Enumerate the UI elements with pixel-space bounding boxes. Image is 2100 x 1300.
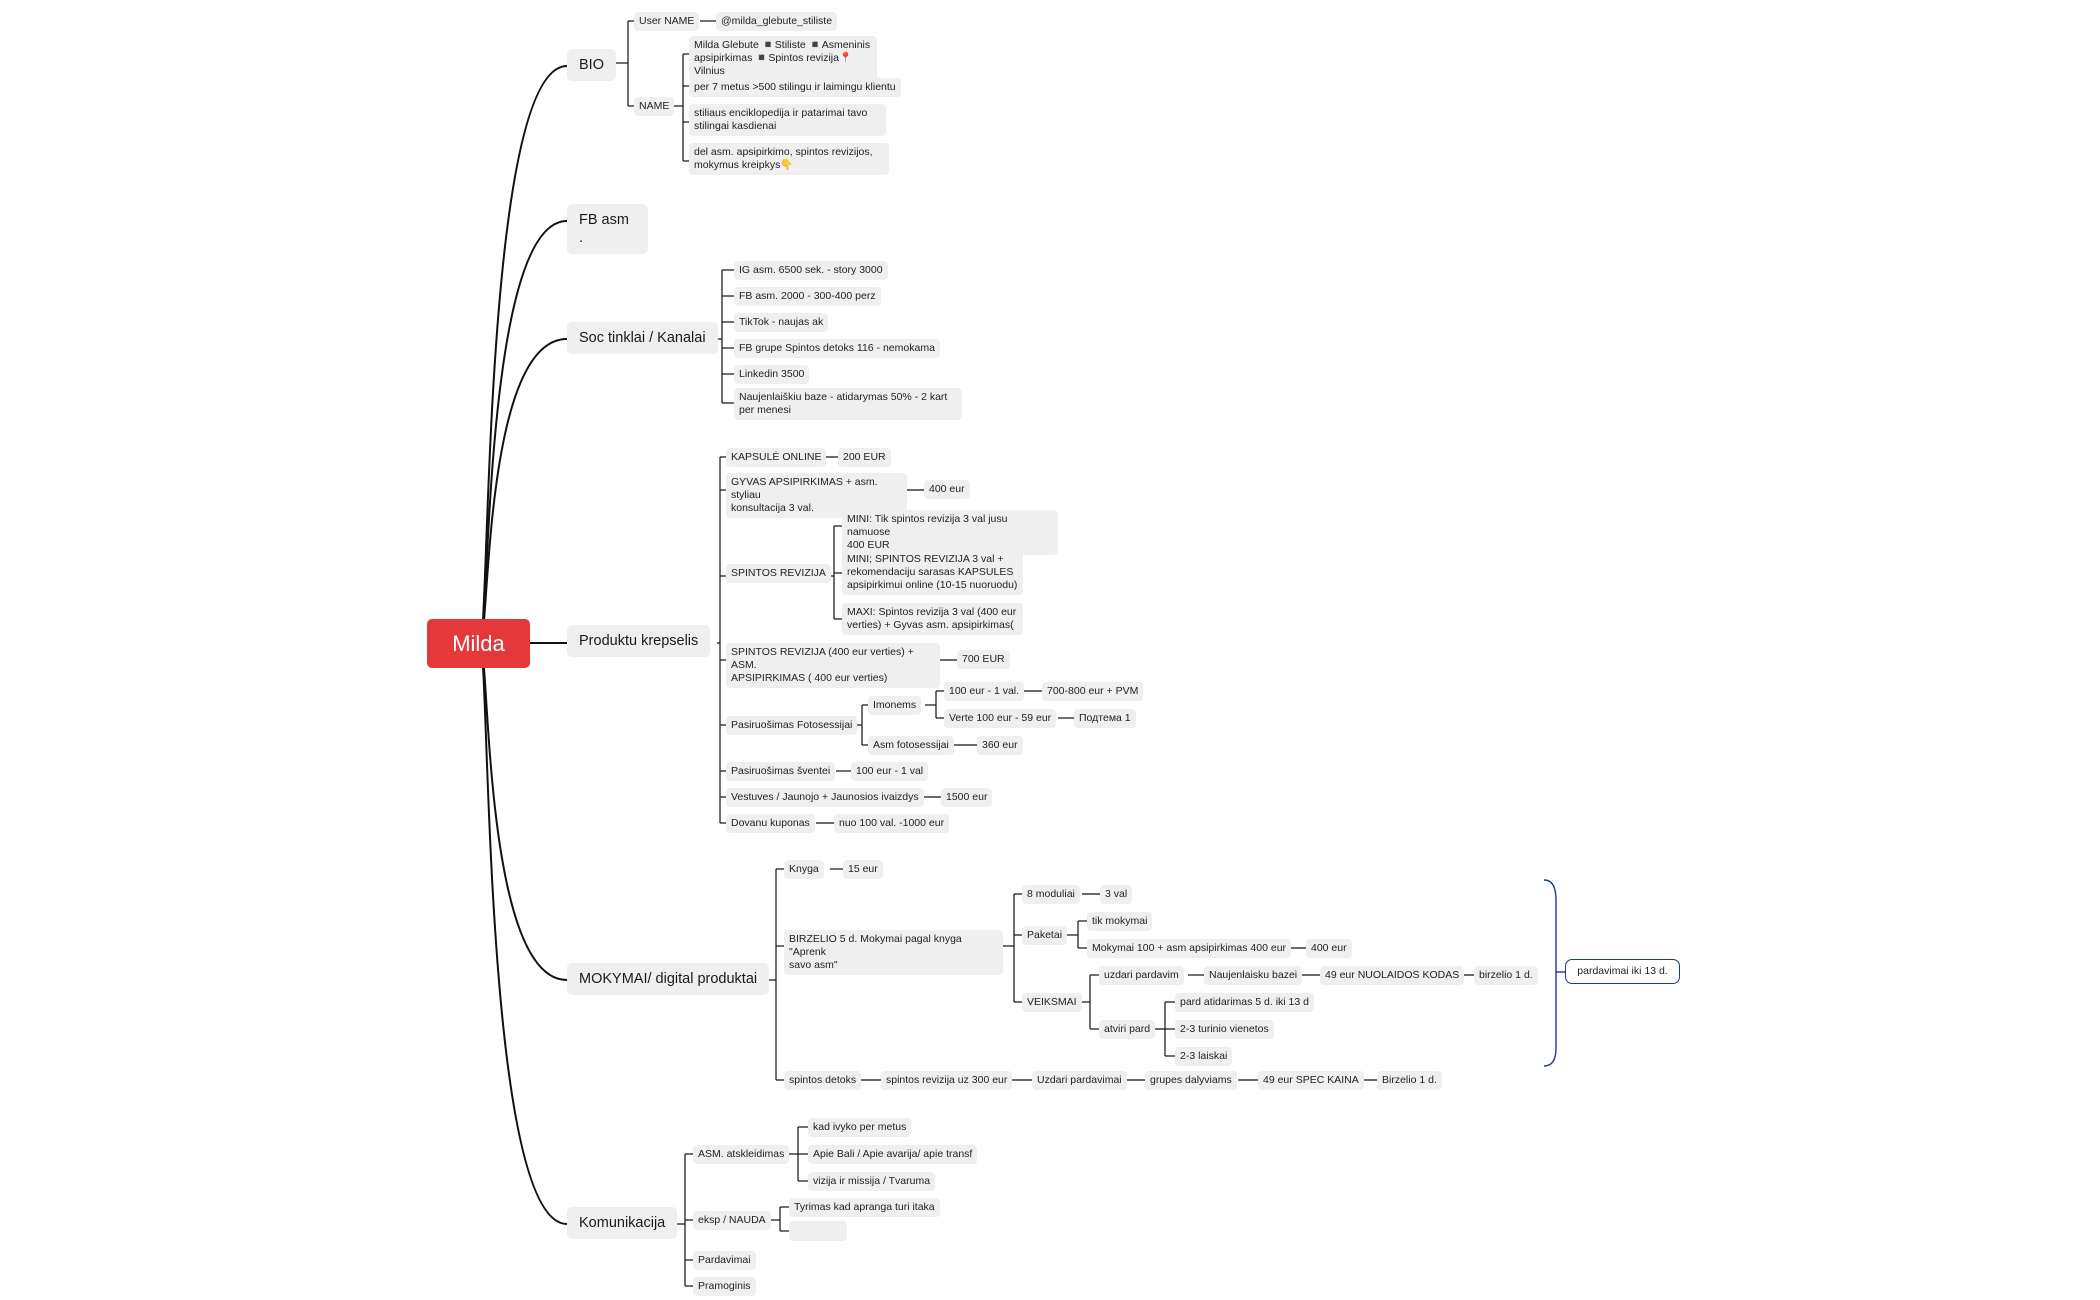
mok-birzelio1[interactable]: birzelio 1 d. xyxy=(1474,966,1538,985)
branch-fb[interactable]: FB asm . xyxy=(567,204,648,254)
prod-vestuves[interactable]: Vestuves / Jaunojo + Jaunosios ivaizdys xyxy=(726,788,924,807)
soc-item[interactable]: FB asm. 2000 - 300-400 perz xyxy=(734,287,881,306)
prod-sventei[interactable]: Pasiruošimas šventei xyxy=(726,762,836,781)
prod-dovanu[interactable]: Dovanu kuponas xyxy=(726,814,815,833)
prod-asm-foto-price[interactable]: 360 eur xyxy=(977,736,1023,755)
kom-asm-item[interactable]: Apie Bali / Apie avarija/ apie transf xyxy=(808,1145,978,1164)
prod-vestuves-price[interactable]: 1500 eur xyxy=(941,788,993,807)
prod-spintos-option[interactable]: MINI: Tik spintos revizija 3 val jusu na… xyxy=(842,510,1058,555)
kom-eksp-item[interactable]: Tyrimas kad apranga turi itaka xyxy=(789,1198,940,1217)
prod-kapsule-price[interactable]: 200 EUR xyxy=(838,448,891,467)
branch-komunikacija[interactable]: Komunikacija xyxy=(567,1207,678,1239)
bio-name-item[interactable]: per 7 metus >500 stilingu ir laimingu kl… xyxy=(689,78,901,97)
mok-detoks-chain[interactable]: Birzelio 1 d. xyxy=(1377,1071,1442,1090)
soc-item[interactable]: IG asm. 6500 sek. - story 3000 xyxy=(734,261,888,280)
branch-bio[interactable]: BIO xyxy=(567,49,616,81)
mok-knyga-price[interactable]: 15 eur xyxy=(843,860,883,879)
mok-moduliai-val[interactable]: 3 val xyxy=(1100,885,1133,904)
mok-spintos-detoks[interactable]: spintos detoks xyxy=(784,1071,862,1090)
soc-item[interactable]: Naujenlaiškiu baze - atidarymas 50% - 2 … xyxy=(734,388,962,420)
prod-imonems[interactable]: Imonems xyxy=(868,696,922,715)
prod-asm-foto[interactable]: Asm fotosessijai xyxy=(868,736,954,755)
prod-spintos-option[interactable]: MINI; SPINTOS REVIZIJA 3 val + rekomenda… xyxy=(842,550,1023,595)
mok-atviri-item[interactable]: pard atidarimas 5 d. iki 13 d xyxy=(1175,993,1314,1012)
branch-mokymai[interactable]: MOKYMAI/ digital produktai xyxy=(567,963,770,995)
branch-produktai[interactable]: Produktu krepselis xyxy=(567,625,711,657)
mok-moduliai[interactable]: 8 moduliai xyxy=(1022,885,1080,904)
root-node[interactable]: Milda xyxy=(427,619,530,668)
soc-item[interactable]: Linkedin 3500 xyxy=(734,365,810,384)
mok-knyga[interactable]: Knyga xyxy=(784,860,824,879)
mok-birzelio[interactable]: BIRZELIO 5 d. Mokymai pagal knyga "Apren… xyxy=(784,930,1003,975)
mok-uzdari[interactable]: uzdari pardavim xyxy=(1099,966,1184,985)
bio-name[interactable]: NAME xyxy=(634,97,675,116)
mok-paketai-b-price[interactable]: 400 eur xyxy=(1306,939,1352,958)
mok-atviri-item[interactable]: 2-3 laiskai xyxy=(1175,1047,1233,1066)
connector-line xyxy=(479,642,568,981)
connector-line xyxy=(479,220,568,644)
prod-gyvas-price[interactable]: 400 eur xyxy=(924,480,970,499)
mok-summary-pardavimai[interactable]: pardavimai iki 13 d. xyxy=(1565,959,1680,984)
mok-atviri[interactable]: atviri pard xyxy=(1099,1020,1156,1039)
branch-soc[interactable]: Soc tinklai / Kanalai xyxy=(567,322,718,354)
prod-sventei-price[interactable]: 100 eur - 1 val xyxy=(851,762,929,781)
connector-line xyxy=(1543,879,1557,1067)
kom-pardavimai[interactable]: Pardavimai xyxy=(693,1251,756,1270)
prod-foto[interactable]: Pasiruošimas Fotosessijai xyxy=(726,716,858,735)
soc-item[interactable]: FB grupe Spintos detoks 116 - nemokama xyxy=(734,339,940,358)
prod-kapsule[interactable]: KAPSULĖ ONLINE xyxy=(726,448,827,467)
prod-spintos-asm[interactable]: SPINTOS REVIZIJA (400 eur verties) + ASM… xyxy=(726,643,940,688)
mok-detoks-chain[interactable]: 49 eur SPEC KAINA xyxy=(1258,1071,1364,1090)
prod-dovanu-price[interactable]: nuo 100 val. -1000 eur xyxy=(834,814,950,833)
mok-atviri-item[interactable]: 2-3 turinio vienetos xyxy=(1175,1020,1274,1039)
mok-detoks-chain[interactable]: spintos revizija uz 300 eur xyxy=(881,1071,1013,1090)
mok-veiksmai[interactable]: VEIKSMAI xyxy=(1022,993,1082,1012)
soc-item[interactable]: TikTok - naujas ak xyxy=(734,313,829,332)
kom-pramoginis[interactable]: Pramoginis xyxy=(693,1277,756,1296)
bio-name-item[interactable]: Milda Glebute ◾Stiliste ◾Asmeninis apsip… xyxy=(689,36,877,81)
prod-imonems-b[interactable]: Verte 100 eur - 59 eur xyxy=(944,709,1057,728)
prod-spintos-option[interactable]: MAXI: Spintos revizija 3 val (400 eur ve… xyxy=(842,603,1023,635)
bio-name-item[interactable]: stiliaus enciklopedija ir patarimai tavo… xyxy=(689,104,886,136)
kom-asm-item[interactable]: vizija ir missija / Tvaruma xyxy=(808,1172,936,1191)
prod-imonems-a[interactable]: 100 eur - 1 val. xyxy=(944,682,1025,701)
kom-eksp-item-empty[interactable] xyxy=(789,1221,847,1241)
mok-naujenlaisku[interactable]: Naujenlaisku bazei xyxy=(1204,966,1303,985)
mok-nuolaidos[interactable]: 49 eur NUOLAIDOS KODAS xyxy=(1320,966,1465,985)
mok-paketai-b[interactable]: Mokymai 100 + asm apsipirkimas 400 eur xyxy=(1087,939,1292,958)
mok-paketai[interactable]: Paketai xyxy=(1022,926,1068,945)
prod-imonems-a-price[interactable]: 700-800 eur + PVM xyxy=(1042,682,1144,701)
bio-user-name-value[interactable]: @milda_glebute_stiliste xyxy=(716,12,838,31)
prod-spintos[interactable]: SPINTOS REVIZIJA xyxy=(726,564,831,583)
prod-spintos-asm-price[interactable]: 700 EUR xyxy=(957,650,1010,669)
bio-name-item[interactable]: del asm. apsipirkimo, spintos revizijos,… xyxy=(689,143,889,175)
prod-imonems-b-tag[interactable]: Подтема 1 xyxy=(1074,709,1136,728)
mok-detoks-chain[interactable]: grupes dalyviams xyxy=(1145,1071,1237,1090)
kom-asm-item[interactable]: kad ivyko per metus xyxy=(808,1118,912,1137)
bio-user-name[interactable]: User NAME xyxy=(634,12,700,31)
kom-eksp[interactable]: eksp / NAUDA xyxy=(693,1211,771,1230)
mok-detoks-chain[interactable]: Uzdari pardavimai xyxy=(1032,1071,1127,1090)
connector-line xyxy=(479,65,568,644)
kom-asm[interactable]: ASM. atskleidimas xyxy=(693,1145,790,1164)
mok-paketai-a[interactable]: tik mokymai xyxy=(1087,912,1153,931)
connector-line xyxy=(479,642,568,1225)
